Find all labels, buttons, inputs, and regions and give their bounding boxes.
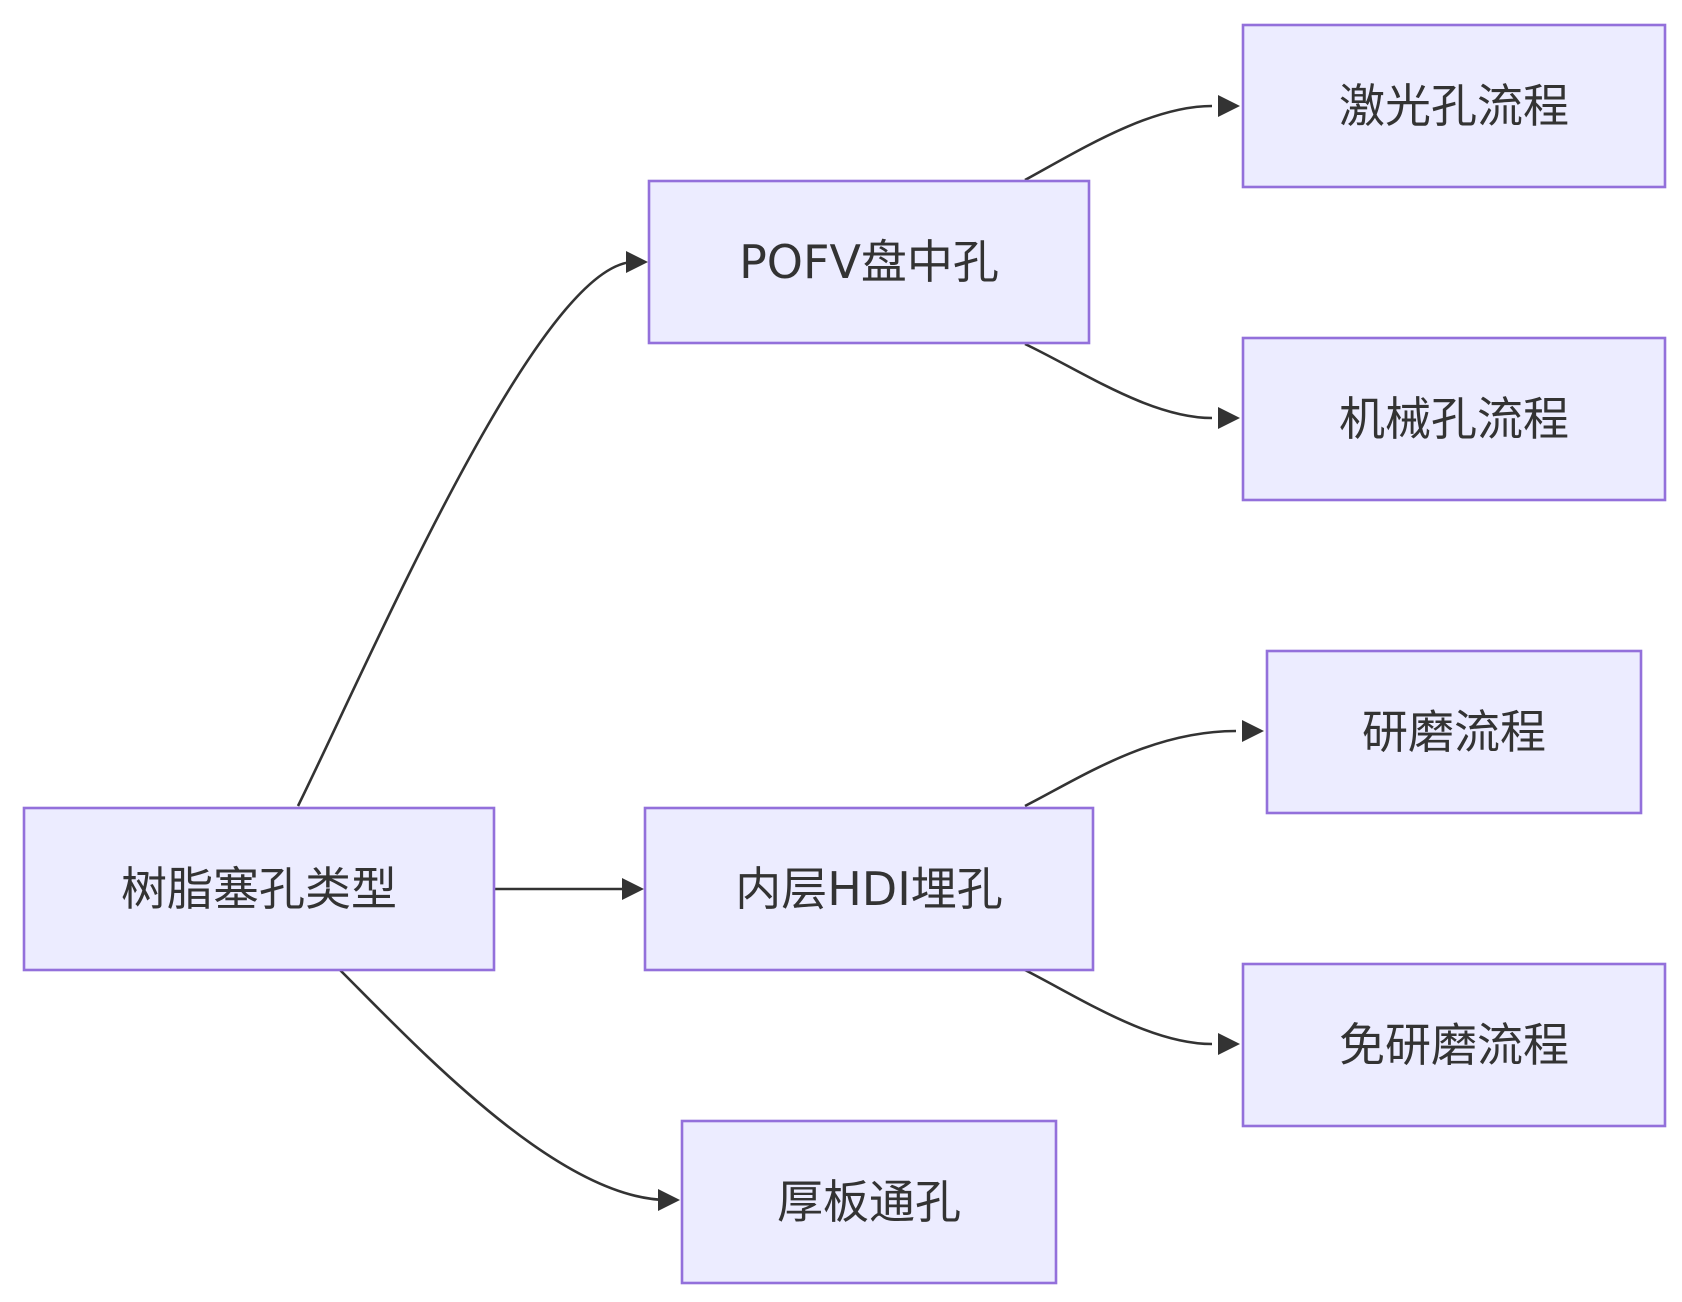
edge-pofv-to-laser (1024, 104, 1213, 182)
node-thick: 厚板通孔 (680, 1119, 1058, 1285)
edge-root-to-pofv (296, 260, 635, 807)
node-grind: 研磨流程 (1265, 649, 1643, 815)
arrowhead-pofv (626, 251, 648, 273)
node-thick-label: 厚板通孔 (777, 1175, 961, 1229)
node-grind-label: 研磨流程 (1362, 705, 1546, 759)
node-nogrind: 免研磨流程 (1241, 962, 1667, 1128)
arrowheads (622, 95, 1264, 1211)
edge-hdi-to-grind (1024, 729, 1237, 808)
node-root-label: 树脂塞孔类型 (121, 862, 397, 916)
arrowhead-mech (1218, 407, 1240, 429)
node-pofv-label: POFV盘中孔 (739, 235, 999, 289)
node-pofv: POFV盘中孔 (647, 179, 1091, 345)
node-mech-label: 机械孔流程 (1339, 392, 1569, 446)
edge-root-to-thick (339, 969, 669, 1202)
arrowhead-hdi (622, 878, 644, 900)
node-laser: 激光孔流程 (1241, 23, 1667, 189)
node-laser-label: 激光孔流程 (1339, 79, 1569, 133)
arrowhead-thick (658, 1189, 680, 1211)
node-nogrind-label: 免研磨流程 (1339, 1018, 1569, 1072)
edge-pofv-to-mech (1024, 342, 1213, 420)
node-mech: 机械孔流程 (1241, 336, 1667, 502)
node-hdi: 内层HDI埋孔 (643, 806, 1095, 972)
node-hdi-label: 内层HDI埋孔 (735, 862, 1003, 916)
arrowhead-grind (1242, 720, 1264, 742)
edges (296, 104, 1237, 1202)
node-root: 树脂塞孔类型 (22, 806, 496, 972)
arrowhead-laser (1218, 95, 1240, 117)
edge-hdi-to-nogrind (1024, 968, 1213, 1046)
arrowhead-nogrind (1218, 1033, 1240, 1055)
